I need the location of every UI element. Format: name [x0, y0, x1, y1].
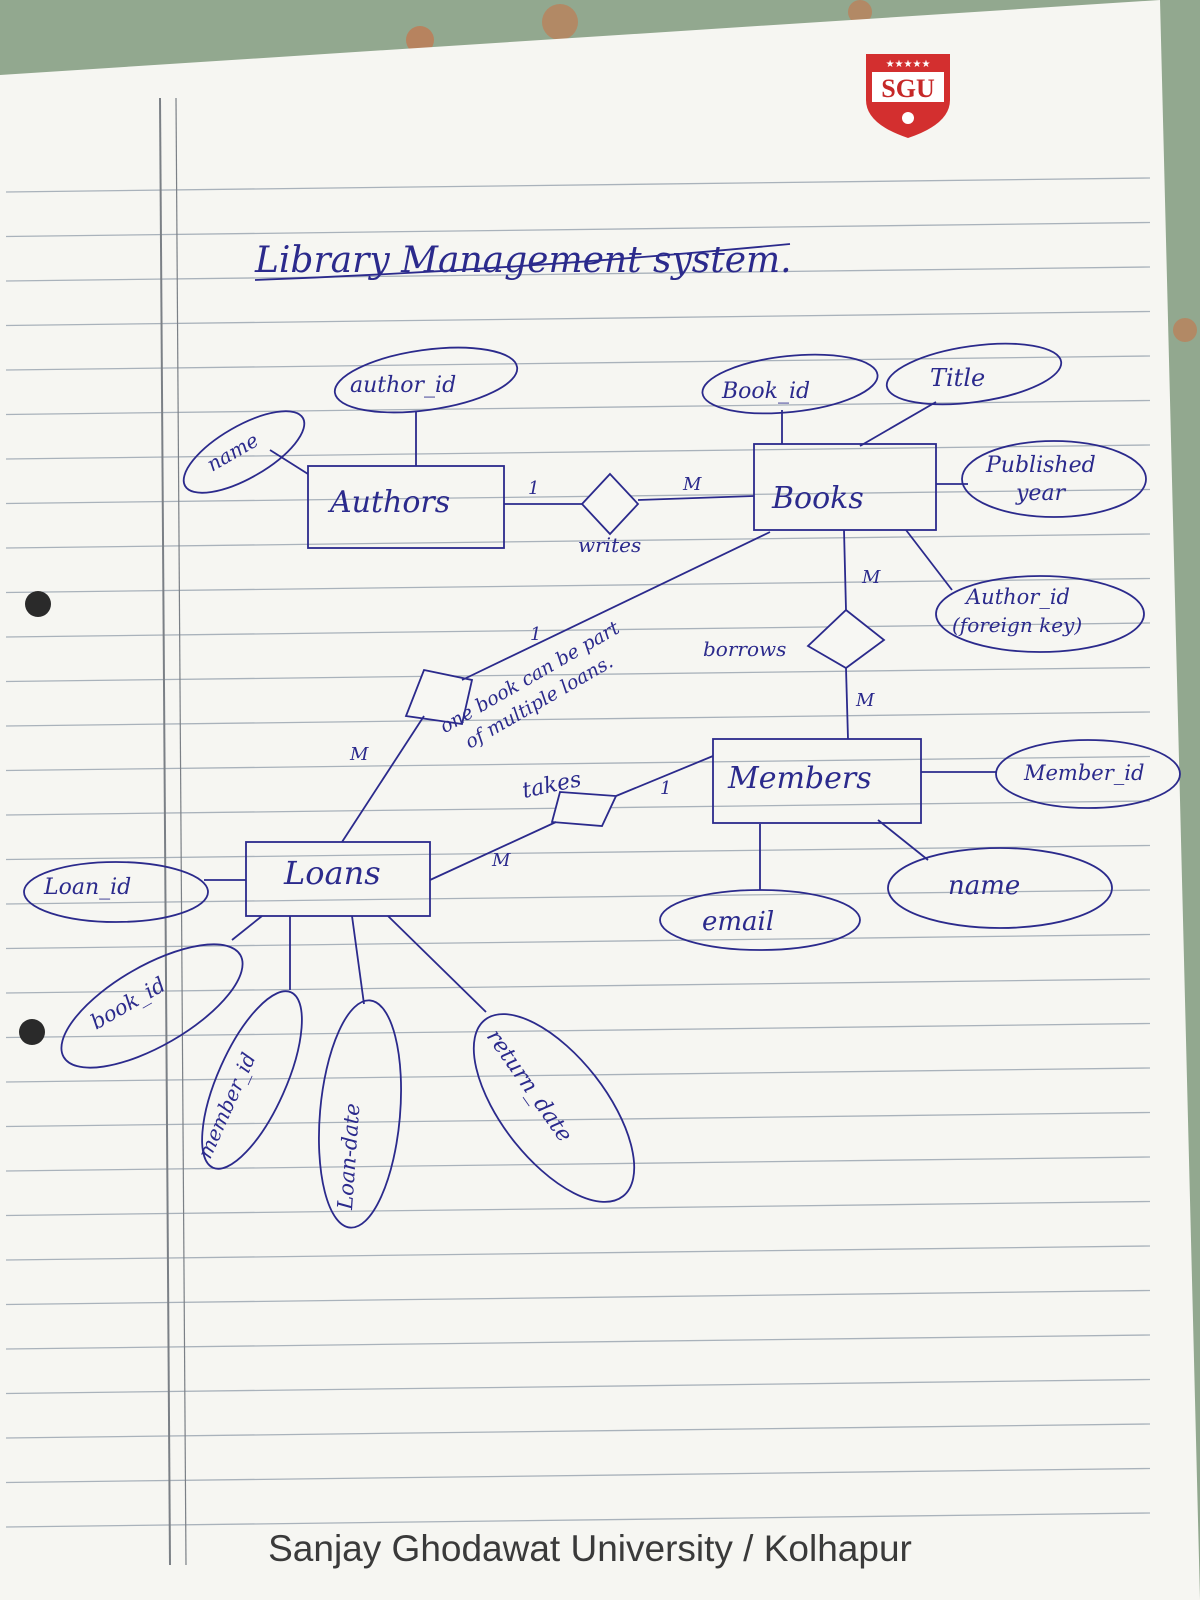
- ruled-line: [5, 1512, 1151, 1528]
- entity-books-label: Books: [771, 481, 864, 516]
- attr-author-id: author_id: [333, 346, 519, 466]
- svg-text:Loan_id: Loan_id: [43, 875, 131, 900]
- relationship-loans-books: [404, 668, 474, 726]
- ruled-line: [5, 1022, 1151, 1039]
- card-borrows-members: M: [855, 690, 875, 711]
- svg-text:Published: Published: [985, 453, 1096, 478]
- punch-hole: [25, 591, 51, 617]
- entity-members: Members: [712, 738, 922, 824]
- svg-text:Loan-date: Loan-date: [333, 1102, 364, 1211]
- svg-text:Book_id: Book_id: [721, 379, 810, 404]
- attr-loan-book-id: book_id: [60, 915, 263, 1069]
- ruled-line: [5, 622, 1151, 638]
- card-writes-books: M: [682, 474, 702, 495]
- punch-hole: [19, 1019, 45, 1045]
- ruled-line: [5, 889, 1151, 905]
- relationship-borrows-label: borrows: [703, 637, 786, 661]
- entity-loans-label: Loans: [283, 854, 381, 892]
- ruled-line: [5, 488, 1151, 505]
- attr-email: email: [659, 824, 861, 951]
- entity-members-label: Members: [727, 761, 872, 796]
- attr-member-id: Member_id: [921, 739, 1181, 809]
- ruled-line: [5, 844, 1151, 861]
- attr-title: Title: [859, 342, 1063, 447]
- svg-text:Title: Title: [930, 364, 985, 392]
- card-books-loans: 1: [530, 624, 541, 645]
- ruled-line: [5, 711, 1151, 727]
- ruled-line: [5, 221, 1151, 238]
- attr-book-id: Book_id: [701, 353, 879, 444]
- ruled-line: [5, 533, 1151, 549]
- svg-text:name: name: [203, 428, 263, 477]
- ruled-line: [5, 310, 1151, 327]
- svg-text:book_id: book_id: [87, 972, 170, 1034]
- attr-loan-id: Loan_id: [23, 861, 246, 923]
- logo-stars: ★★★★★: [886, 59, 931, 70]
- ruled-line: [5, 1423, 1151, 1439]
- ruled-line: [5, 177, 1151, 193]
- attr-loan-member-id: member_id: [193, 916, 303, 1170]
- attr-member-name: name: [877, 819, 1113, 929]
- ruled-line: [5, 577, 1151, 594]
- sgu-logo: ★★★★★ SGU: [866, 54, 950, 138]
- ruled-line: [5, 1156, 1151, 1172]
- connector-lines: [341, 495, 849, 881]
- footer-university: Sanjay Ghodawat University / Kolhapur: [268, 1528, 912, 1569]
- relationship-takes: takes: [520, 767, 618, 827]
- svg-text:Member_id: Member_id: [1023, 761, 1144, 785]
- ruled-line: [5, 755, 1151, 772]
- svg-text:(foreign key): (foreign key): [952, 613, 1082, 637]
- ruled-line: [5, 978, 1151, 994]
- ruled-line: [5, 1378, 1151, 1395]
- relationship-borrows: borrows: [703, 608, 886, 670]
- entity-books: Books: [753, 443, 937, 531]
- ruled-line: [5, 1111, 1151, 1128]
- ruled-line: [5, 266, 1151, 282]
- entity-loans: Loans: [245, 841, 431, 917]
- attr-published-year: Published year: [936, 440, 1147, 518]
- svg-text:member_id: member_id: [193, 1049, 261, 1162]
- entity-authors: Authors: [307, 465, 505, 549]
- ruled-line: [5, 355, 1151, 371]
- card-authors-writes: 1: [528, 478, 539, 499]
- relationship-writes-label: writes: [578, 533, 641, 557]
- logo-text: SGU: [881, 74, 935, 103]
- ruled-line: [5, 1467, 1151, 1484]
- attr-author-name: name: [182, 410, 309, 494]
- svg-text:name: name: [948, 871, 1020, 901]
- card-takes-loans: M: [491, 850, 511, 871]
- ruled-line: [5, 666, 1151, 683]
- ruled-line: [5, 1200, 1151, 1217]
- attr-author-fk: Author_id (foreign key): [905, 529, 1145, 653]
- svg-text:Author_id: Author_id: [964, 585, 1070, 609]
- card-books-borrows: M: [861, 567, 881, 588]
- ruled-line: [5, 399, 1151, 416]
- svg-text:return_date: return_date: [481, 1025, 577, 1147]
- ruled-line: [5, 1289, 1151, 1306]
- svg-text:email: email: [702, 907, 774, 937]
- attr-return-date: return_date: [387, 915, 636, 1203]
- ruled-line: [5, 1245, 1151, 1261]
- ruled-line: [5, 1067, 1151, 1083]
- ruled-line: [5, 1334, 1151, 1350]
- svg-text:author_id: author_id: [350, 373, 456, 398]
- page-title: Library Management system.: [254, 240, 792, 281]
- relationship-writes: writes: [578, 472, 641, 557]
- svg-text:year: year: [1015, 481, 1067, 506]
- card-members-takes: 1: [660, 778, 671, 799]
- attr-loan-date: Loan-date: [318, 915, 402, 1229]
- card-loans-side: M: [349, 744, 369, 765]
- entity-authors-label: Authors: [327, 485, 450, 520]
